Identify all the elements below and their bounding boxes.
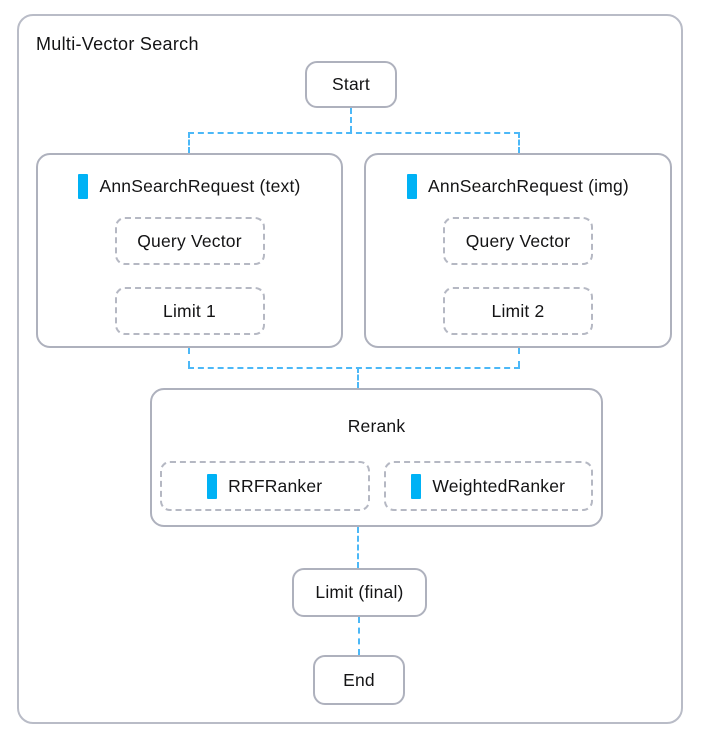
- node-limit-final: Limit (final): [292, 568, 427, 617]
- node-query-vector-text-label: Query Vector: [137, 230, 242, 251]
- node-limit-final-label: Limit (final): [315, 582, 404, 602]
- node-query-vector-text: Query Vector: [114, 217, 265, 265]
- vector-marker-icon: [407, 173, 418, 199]
- group-rerank: Rerank RRFRanker WeightedRanker: [150, 388, 603, 527]
- group-ann-img-title-row: AnnSearchRequest (img): [407, 172, 629, 200]
- vector-marker-icon: [78, 173, 89, 199]
- connector-split-horizontal: [188, 132, 520, 134]
- node-limit-2-label: Limit 2: [491, 300, 545, 321]
- connector-split-left: [188, 132, 190, 153]
- group-ann-text-title: AnnSearchRequest (text): [99, 175, 301, 196]
- rerank-options-row: RRFRanker WeightedRanker: [152, 461, 601, 511]
- connector-merge-left: [188, 348, 190, 367]
- vector-marker-icon: [207, 473, 218, 499]
- node-end-label: End: [343, 669, 375, 690]
- node-weighted-ranker-label: WeightedRanker: [432, 475, 566, 496]
- vector-marker-icon: [411, 473, 422, 499]
- diagram-title: Multi-Vector Search: [36, 34, 199, 54]
- connector-split-right: [518, 132, 520, 153]
- connector-merge-right: [518, 348, 520, 367]
- group-ann-search-request-text: AnnSearchRequest (text) Query Vector Lim…: [36, 153, 343, 348]
- node-rrf-ranker: RRFRanker: [160, 461, 370, 511]
- connector-rerank-down: [357, 527, 359, 568]
- group-rerank-title: Rerank: [347, 415, 406, 436]
- connector-merge-down: [357, 367, 359, 388]
- node-weighted-ranker: WeightedRanker: [383, 461, 593, 511]
- node-limit-1: Limit 1: [114, 287, 265, 335]
- node-start: Start: [305, 61, 397, 108]
- node-query-vector-img: Query Vector: [443, 217, 593, 265]
- group-ann-search-request-img: AnnSearchRequest (img) Query Vector Limi…: [364, 153, 672, 348]
- node-rrf-ranker-label: RRFRanker: [228, 475, 323, 496]
- group-ann-img-title: AnnSearchRequest (img): [428, 175, 629, 196]
- node-end: End: [313, 655, 405, 705]
- connector-merge-horizontal: [188, 367, 520, 369]
- node-limit-1-label: Limit 1: [163, 300, 216, 321]
- connector-limit-down: [358, 617, 360, 655]
- node-limit-2: Limit 2: [443, 287, 593, 335]
- node-query-vector-img-label: Query Vector: [465, 230, 571, 251]
- connector-start-down: [350, 108, 352, 132]
- node-start-label: Start: [332, 74, 370, 94]
- group-ann-text-title-row: AnnSearchRequest (text): [78, 172, 300, 200]
